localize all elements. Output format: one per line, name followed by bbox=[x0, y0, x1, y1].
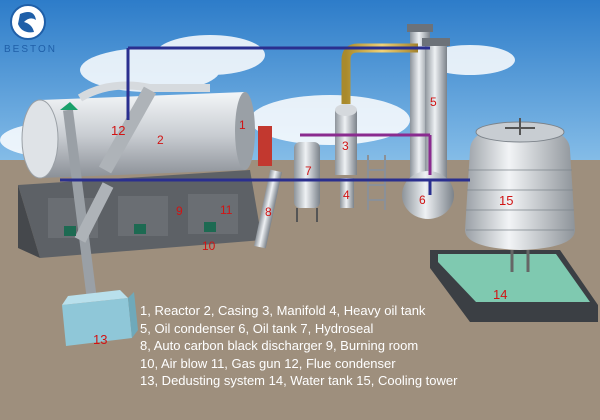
air-blowers bbox=[64, 222, 216, 236]
brand-name: BESTON bbox=[4, 44, 57, 55]
hydroseal bbox=[294, 142, 320, 222]
label-cooling-tower: 15 bbox=[499, 193, 513, 208]
stair-frame bbox=[367, 155, 386, 210]
heavy-oil-tank bbox=[340, 178, 354, 208]
flue-condenser bbox=[60, 86, 157, 301]
legend-line: 8, Auto carbon black discharger 9, Burni… bbox=[140, 338, 419, 354]
legend-line: 10, Air blow 11, Gas gun 12, Flue conden… bbox=[140, 355, 396, 371]
dedusting-system bbox=[62, 290, 138, 346]
label-discharger: 8 bbox=[265, 205, 272, 219]
number-labels: 1 2 3 4 5 6 7 8 9 10 11 12 13 14 15 bbox=[93, 95, 513, 347]
gas-pipes bbox=[60, 46, 470, 195]
label-burning-room: 9 bbox=[176, 204, 183, 218]
label-dedusting: 13 bbox=[93, 332, 107, 347]
oil-tank bbox=[402, 171, 454, 219]
label-hydroseal: 7 bbox=[305, 164, 312, 178]
label-casing: 2 bbox=[157, 133, 164, 147]
legend: 1, Reactor 2, Casing 3, Manifold 4, Heav… bbox=[140, 302, 580, 390]
legend-line: 13, Dedusting system 14, Water tank 15, … bbox=[140, 373, 458, 389]
reactor bbox=[21, 81, 272, 179]
water-tank bbox=[430, 250, 598, 322]
label-water-tank: 14 bbox=[493, 287, 507, 302]
label-air-blow: 10 bbox=[202, 239, 216, 253]
label-oil-tank: 6 bbox=[419, 193, 426, 207]
label-oil-condenser: 5 bbox=[430, 95, 437, 109]
label-heavy-oil-tank: 4 bbox=[343, 188, 350, 202]
label-flue-condenser: 12 bbox=[111, 123, 125, 138]
oil-pipes bbox=[300, 133, 432, 175]
legend-line: 1, Reactor 2, Casing 3, Manifold 4, Heav… bbox=[140, 303, 426, 318]
cooling-tower bbox=[465, 118, 575, 272]
beston-logo-icon bbox=[10, 4, 46, 40]
carbon-black-discharger bbox=[254, 169, 282, 249]
label-gas-gun: 11 bbox=[220, 203, 233, 217]
label-reactor: 1 bbox=[239, 118, 246, 132]
legend-line: 5, Oil condenser 6, Oil tank 7, Hydrosea… bbox=[140, 320, 374, 336]
label-manifold: 3 bbox=[342, 139, 349, 153]
